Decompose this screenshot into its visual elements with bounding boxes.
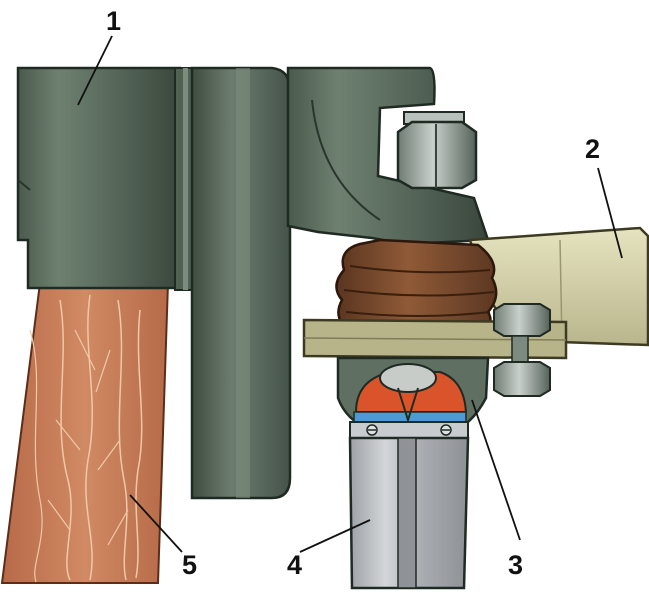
callout-label-3: 3 xyxy=(508,550,524,580)
callout-label-1: 1 xyxy=(106,6,122,36)
top-nut xyxy=(396,111,478,190)
callout-label-5: 5 xyxy=(182,550,198,580)
wooden-block xyxy=(0,282,170,584)
steering-knuckle xyxy=(16,66,201,291)
callout-label-2: 2 xyxy=(585,134,601,164)
rubber-boot xyxy=(335,238,498,334)
callout-label-4: 4 xyxy=(287,550,303,580)
side-bolt xyxy=(493,303,551,397)
brake-disc xyxy=(190,66,292,500)
leader-lines xyxy=(77,35,623,553)
puller-tool xyxy=(348,421,470,590)
leader-line-2 xyxy=(597,167,623,259)
ball-joint-housing xyxy=(336,356,490,432)
leader-line-5 xyxy=(129,494,183,553)
leader-line-1 xyxy=(77,35,113,106)
leader-line-3 xyxy=(471,399,521,541)
leader-line-4 xyxy=(299,519,371,553)
